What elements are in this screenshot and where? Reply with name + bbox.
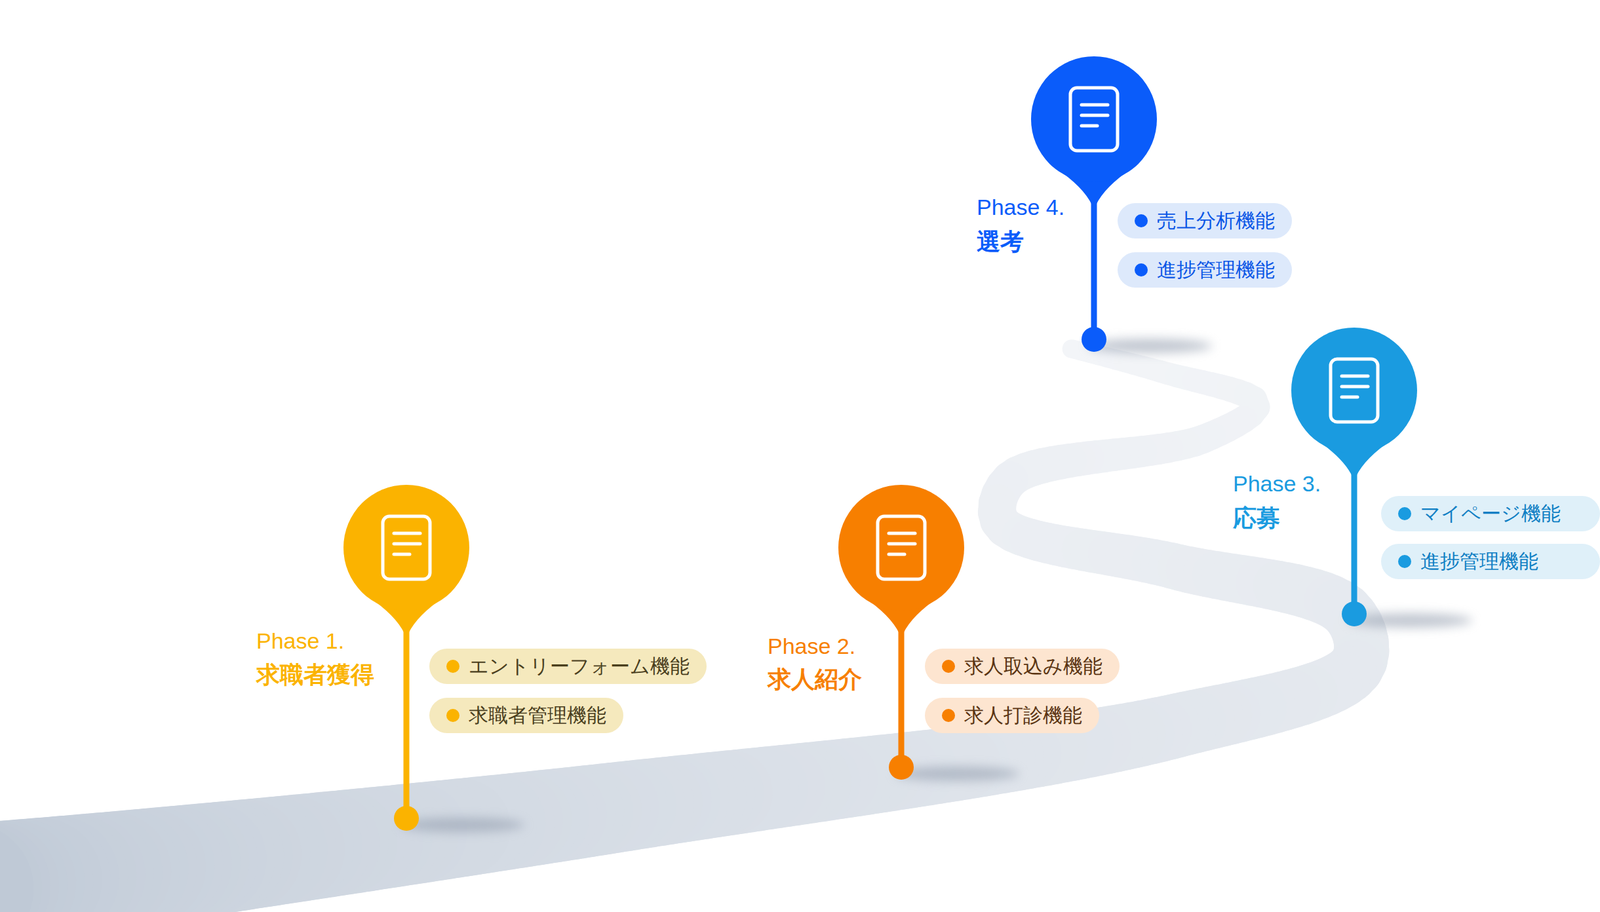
icon-page (1070, 87, 1118, 151)
feature-pill: エントリーフォーム機能 (429, 648, 707, 685)
icon-page (877, 516, 925, 580)
document-icon (877, 516, 925, 580)
feature-text: 求職者管理機能 (468, 703, 607, 728)
bullet-dot (1134, 214, 1148, 228)
feature-pill: 進捗管理機能 (1117, 252, 1292, 288)
pin-head (1291, 327, 1418, 454)
bullet-dot (1398, 555, 1412, 569)
map-pin (838, 485, 1020, 782)
pin-dot (393, 806, 419, 832)
feature-pill: 売上分析機能 (1117, 203, 1292, 239)
phase-title: 求職者獲得 (256, 660, 375, 689)
icon-line (1081, 114, 1108, 118)
pin-head (343, 485, 470, 611)
pin-dot (1341, 601, 1367, 627)
phase-title: 求人紹介 (767, 665, 862, 694)
pin-head (1031, 56, 1157, 183)
icon-line (888, 542, 916, 547)
phase-number: Phase 2. (767, 633, 856, 661)
feature-text: 売上分析機能 (1156, 209, 1275, 233)
feature-text: 進捗管理機能 (1156, 258, 1275, 282)
icon-line (393, 542, 421, 547)
pin-dot (1081, 327, 1107, 352)
document-icon (382, 516, 430, 580)
icon-line (393, 553, 410, 557)
icon-line (1081, 124, 1098, 128)
icon-page (1330, 359, 1378, 423)
phase-title: 選考 (976, 227, 1024, 256)
bullet-dot (1134, 263, 1148, 277)
feature-text: 進捗管理機能 (1420, 549, 1539, 574)
icon-line (1341, 385, 1368, 389)
icon-line (393, 532, 421, 536)
document-icon (1070, 87, 1118, 151)
icon-line (1081, 103, 1108, 107)
pin-head (838, 485, 965, 611)
feature-pill: 求職者管理機能 (429, 698, 624, 734)
bullet-dot (941, 709, 956, 723)
road (0, 348, 1362, 890)
feature-text: 求人取込み機能 (964, 654, 1103, 679)
feature-pill: 求人取込み機能 (924, 648, 1120, 685)
road-guide (0, 348, 1362, 890)
phase-number: Phase 3. (1232, 470, 1321, 498)
phase-title: 応募 (1232, 504, 1281, 533)
phase-number: Phase 1. (256, 627, 345, 655)
icon-line (1341, 395, 1358, 400)
feature-text: マイページ機能 (1420, 502, 1561, 526)
phase-number: Phase 4. (976, 194, 1065, 221)
pin-dot (888, 755, 914, 781)
icon-line (888, 532, 916, 536)
bullet-dot (446, 709, 460, 723)
feature-text: エントリーフォーム機能 (468, 654, 690, 679)
icon-line (888, 553, 905, 557)
feature-pill: マイページ機能 (1381, 496, 1600, 532)
feature-text: 求人打診機能 (964, 703, 1083, 728)
pin-stem (403, 613, 410, 819)
icon-line (1341, 374, 1368, 379)
bullet-dot (446, 660, 460, 674)
feature-pill: 進捗管理機能 (1381, 544, 1600, 580)
bullet-dot (941, 660, 956, 674)
icon-page (382, 516, 430, 580)
document-icon (1330, 359, 1378, 423)
feature-pill: 求人打診機能 (924, 698, 1100, 734)
bullet-dot (1398, 507, 1412, 521)
